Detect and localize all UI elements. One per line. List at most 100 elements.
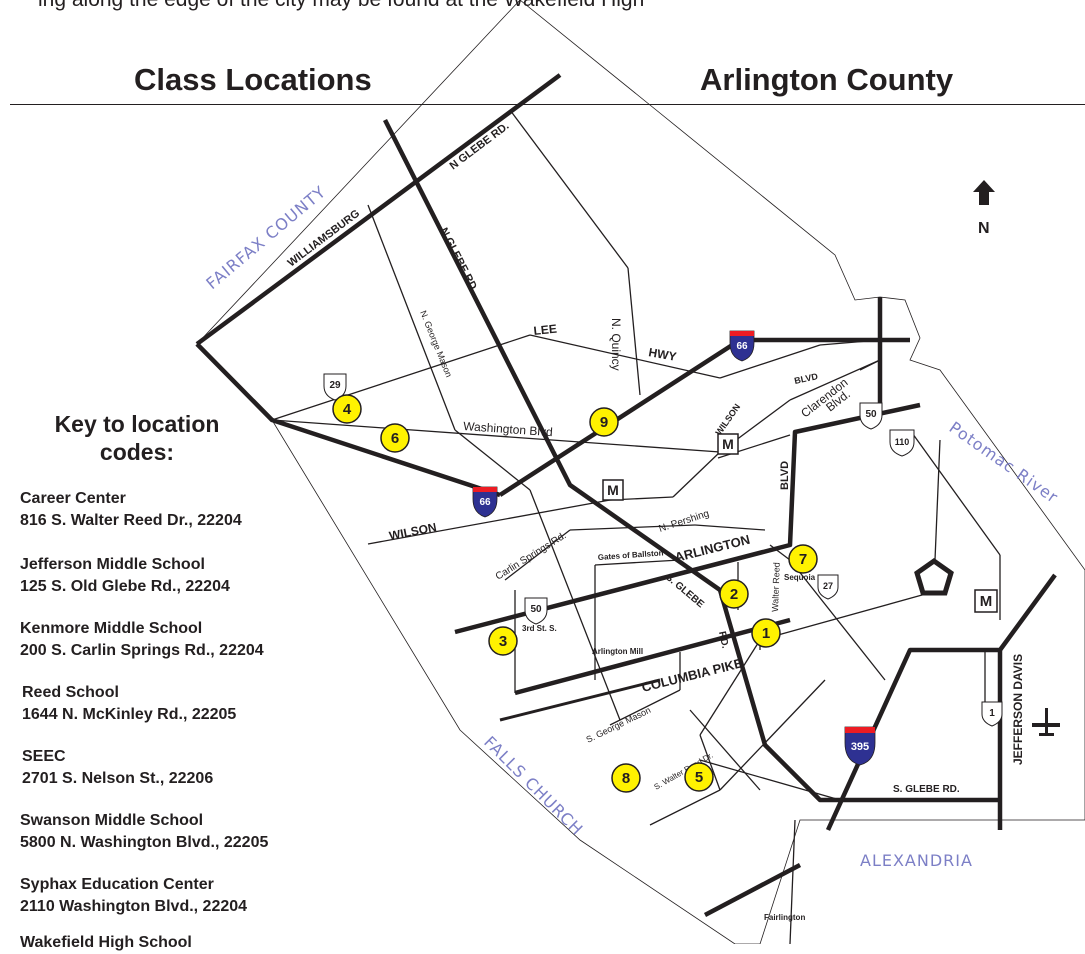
us29-number: 29: [329, 380, 341, 391]
key-entry-name: Kenmore Middle School: [20, 620, 203, 637]
label-n-glebe-top: N GLEBE RD.: [448, 120, 512, 172]
label-hwy: HWY: [647, 345, 677, 364]
top-text-fragment: ing along the edge of the city may be fo…: [38, 0, 644, 12]
local-roads: [271, 109, 1001, 944]
major-roads: [195, 73, 1057, 917]
label-rd: RD.: [716, 630, 730, 649]
location-marker-9: 9: [589, 407, 619, 437]
interstate-395-shield: 395: [844, 726, 876, 766]
svg-text:M: M: [980, 593, 993, 610]
key-entry: Kenmore Middle School 200 S. Carlin Spri…: [20, 618, 264, 662]
metro-station-icon-pentagon: M: [974, 589, 998, 613]
region-fairfax-county: FAIRFAX COUNTY: [202, 182, 329, 293]
label-blvd-a: BLVD: [793, 371, 819, 386]
page-title-arlington-county: Arlington County: [700, 62, 954, 97]
label-blvd-vertical: BLVD: [779, 461, 791, 490]
i395-number: 395: [851, 741, 869, 753]
svg-text:M: M: [607, 482, 619, 498]
north-label: N: [978, 220, 990, 237]
label-arlington-mill: Arlington Mill: [592, 647, 643, 656]
key-entry: Career Center 816 S. Walter Reed Dr., 22…: [20, 488, 242, 532]
key-entry-address: 125 S. Old Glebe Rd., 22204: [20, 578, 230, 595]
svg-text:9: 9: [600, 414, 608, 431]
label-s-glebe-bottom: S. GLEBE RD.: [893, 784, 960, 795]
svg-text:1: 1: [762, 625, 770, 642]
key-title-line2: codes:: [99, 439, 175, 465]
label-n-quincy: N. Quincy: [609, 318, 623, 371]
i66-lower-number: 66: [479, 497, 491, 508]
label-walter-reed: Walter Reed: [770, 562, 782, 612]
page-title-class-locations: Class Locations: [134, 62, 372, 97]
svg-text:M: M: [722, 436, 734, 452]
key-entry-address: 200 S. Carlin Springs Rd., 22204: [20, 642, 264, 659]
label-n-george-mason: N. George Mason: [418, 309, 454, 379]
key-entry-name: Swanson Middle School: [20, 812, 204, 829]
va-27-shield: 27: [817, 574, 839, 600]
label-3rd-st: 3rd St. S.: [522, 624, 557, 633]
location-marker-7: 7: [788, 544, 818, 574]
key-entry: Syphax Education Center 2110 Washington …: [20, 874, 247, 918]
key-entry-address: 1644 N. McKinley Rd., 22205: [22, 706, 237, 723]
region-falls-church: FALLS CHURCH: [480, 732, 587, 839]
svg-text:3: 3: [499, 633, 507, 650]
location-marker-6: 6: [380, 423, 410, 453]
us1-number: 1: [989, 708, 995, 719]
region-potomac-river: Potomac River: [946, 418, 1062, 507]
location-marker-5: 5: [684, 762, 714, 792]
us50-left-number: 50: [530, 604, 542, 615]
i66-upper-number: 66: [736, 341, 748, 352]
pentagon-icon: [914, 557, 954, 596]
label-s-george-mason: S. George Mason: [584, 705, 652, 745]
label-carlin-springs: Carlin Springs Rd.: [494, 530, 569, 582]
key-entry: Wakefield High School: [20, 932, 192, 954]
metro-station-icon-quincy: M: [602, 479, 624, 501]
label-washington-blvd: Washington Blvd: [463, 419, 553, 439]
key-entry-name: Reed School: [22, 684, 119, 701]
key-entry-name: Wakefield High School: [20, 934, 192, 951]
key-entry-address: 5800 N. Washington Blvd., 22205: [20, 834, 269, 851]
key-entry: Swanson Middle School 5800 N. Washington…: [20, 810, 268, 854]
key-entry-name: Career Center: [20, 490, 126, 507]
us-50-shield-right: 50: [859, 402, 883, 430]
us-50-shield-left: 50: [524, 597, 548, 625]
metro-station-icon-wilson: M: [717, 433, 739, 455]
region-alexandria: ALEXANDRIA: [860, 851, 973, 870]
va-110-shield: 110: [889, 429, 915, 457]
header-divider: [10, 104, 1085, 105]
location-marker-8: 8: [611, 763, 641, 793]
location-marker-1: 1: [751, 618, 781, 648]
interstate-66-shield-lower: 66: [472, 486, 498, 518]
key-title: Key to location codes:: [18, 410, 256, 466]
location-markers: 1 2 3 4 5 6 7 8 9: [332, 394, 818, 793]
svg-text:2: 2: [730, 586, 738, 603]
key-entry-name: SEEC: [22, 748, 66, 765]
us-1-shield: 1: [981, 701, 1003, 727]
svg-text:4: 4: [343, 401, 352, 418]
key-entry-address: 2701 S. Nelson St., 22206: [22, 770, 214, 787]
svg-text:8: 8: [622, 770, 630, 787]
svg-text:5: 5: [695, 769, 703, 786]
label-wilson-left: WILSON: [388, 520, 438, 543]
key-entry: SEEC 2701 S. Nelson St., 22206: [22, 746, 213, 790]
key-title-line1: Key to location: [54, 411, 220, 437]
label-sequoia: Sequoia: [784, 573, 816, 582]
label-jefferson-davis: JEFFERSON DAVIS: [1011, 654, 1025, 765]
us-29-shield: 29: [323, 373, 347, 401]
key-entry: Reed School 1644 N. McKinley Rd., 22205: [22, 682, 236, 726]
north-arrow-icon: [973, 180, 995, 205]
interstate-66-shield-upper: 66: [729, 330, 755, 362]
label-n-pershing: N. Pershing: [658, 508, 711, 535]
location-marker-4: 4: [332, 394, 362, 424]
label-wilson-a: WILSON: [713, 402, 742, 437]
va110-number: 110: [895, 437, 910, 447]
label-n-glebe-diag: N GLEBE RD.: [437, 226, 480, 295]
svg-text:6: 6: [391, 430, 399, 447]
location-marker-2: 2: [719, 579, 749, 609]
label-lee: LEE: [533, 322, 558, 338]
location-marker-3: 3: [488, 626, 518, 656]
key-entry-address: 2110 Washington Blvd., 22204: [20, 898, 248, 915]
label-fairlington: Fairlington: [764, 913, 805, 922]
svg-text:7: 7: [799, 551, 807, 568]
key-entry-address: 816 S. Walter Reed Dr., 22204: [20, 512, 242, 529]
